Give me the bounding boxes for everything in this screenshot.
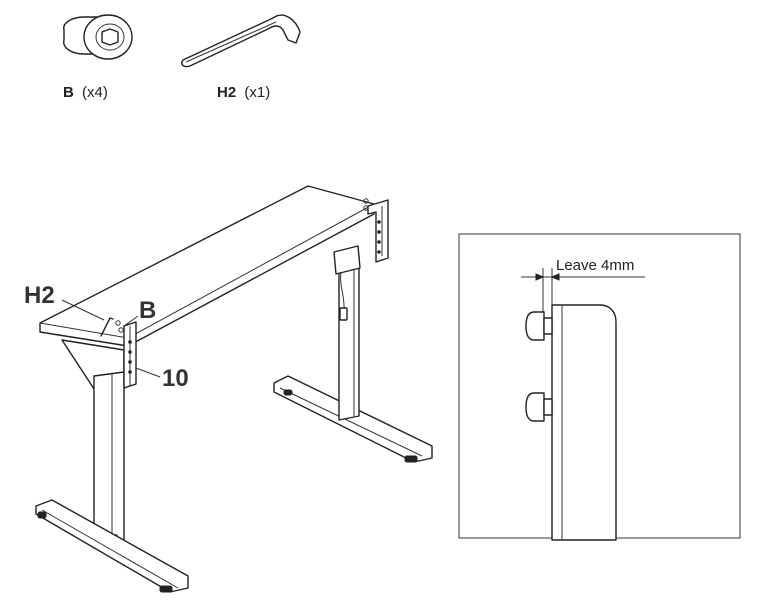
bolt-b-marker: [115, 320, 121, 326]
left-foot: [35, 499, 189, 593]
detail-view: Leave 4mm: [458, 233, 741, 541]
bolt-b-icon: [63, 14, 133, 60]
callout-step-leader: [135, 367, 161, 378]
detail-bolt-top-icon: [525, 311, 545, 341]
callout-b: B: [139, 297, 156, 324]
right-column: [338, 255, 360, 421]
allen-key-h2-icon: [181, 14, 301, 68]
callout-step: 10: [162, 365, 189, 392]
desk-assembly: [35, 185, 433, 593]
part-h2-label: H2 (x1): [217, 84, 270, 101]
gap-label: Leave 4mm: [556, 257, 634, 274]
part-h2-id: H2: [217, 84, 236, 101]
part-b-id: B: [63, 84, 74, 101]
dim-arrow-right: [550, 273, 560, 281]
callout-h2-leader: [61, 299, 105, 321]
left-column: [93, 371, 125, 549]
detail-bolt-bottom-icon: [525, 392, 545, 422]
detail-upright: [551, 304, 617, 541]
part-b-label: B (x4): [63, 84, 108, 101]
part-h2-qty: (x1): [244, 84, 270, 101]
desktop: [39, 185, 375, 347]
dim-arrow-left: [535, 273, 545, 281]
right-foot: [273, 375, 433, 463]
motor-block: [333, 245, 361, 275]
allen-key-in-use-icon: [100, 317, 114, 337]
callout-b-leader: [123, 315, 139, 327]
part-b-qty: (x4): [82, 84, 108, 101]
callout-h2: H2: [24, 282, 55, 309]
bolt-b-marker: [118, 327, 124, 333]
